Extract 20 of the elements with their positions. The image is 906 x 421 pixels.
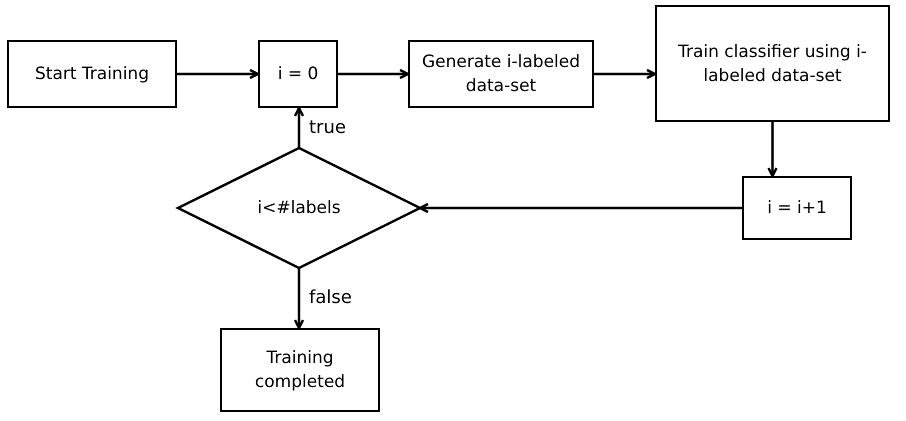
arrow <box>418 202 742 214</box>
arrow <box>177 68 260 80</box>
arrow <box>294 268 304 330</box>
process-box <box>408 40 594 108</box>
node-label: Train classifier using i-labeled data-set <box>677 40 868 88</box>
node-label: Start Training <box>34 63 149 86</box>
arrow <box>767 122 778 178</box>
arrow <box>338 68 410 80</box>
arrow <box>294 106 304 148</box>
node-label: i = i+1 <box>767 197 827 220</box>
node-label: Training completed <box>254 347 346 394</box>
process-box <box>258 40 338 108</box>
process-box <box>742 176 852 240</box>
node-label: Generate i-labeled data-set <box>420 51 582 98</box>
process-box <box>220 328 380 412</box>
process-box <box>7 40 177 108</box>
node-label: i<#labels <box>257 197 341 220</box>
arrow <box>594 68 656 80</box>
process-box <box>655 5 890 122</box>
node-label: i = 0 <box>278 63 318 86</box>
